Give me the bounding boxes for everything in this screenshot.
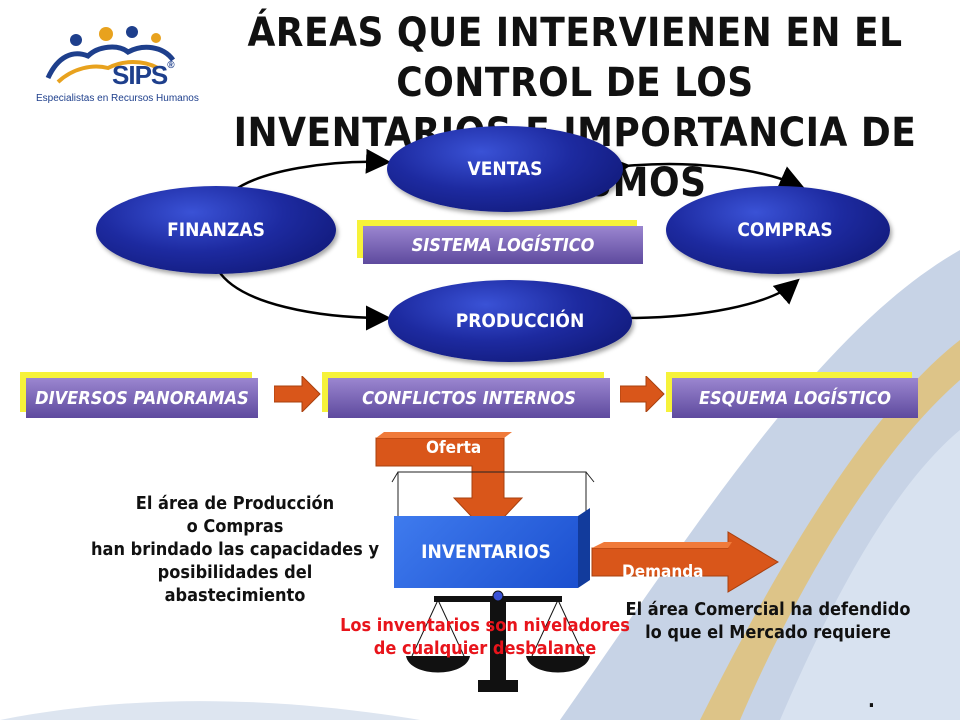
node-produccion-label: PRODUCCIÓN xyxy=(455,310,585,332)
footnote-dot: . xyxy=(868,688,875,712)
node-compras-label: COMPRAS xyxy=(737,219,833,241)
node-finanzas-label: FINANZAS xyxy=(167,219,265,241)
sistema-logistico-tag: SISTEMA LOGÍSTICO xyxy=(363,226,643,264)
flow-arrow-1-icon xyxy=(274,376,321,412)
node-ventas: VENTAS xyxy=(387,126,623,212)
node-produccion: PRODUCCIÓN xyxy=(388,280,632,362)
node-compras: COMPRAS xyxy=(666,186,890,274)
demanda-label: Demanda xyxy=(622,562,704,582)
sips-logo-icon xyxy=(45,26,176,84)
oferta-label: Oferta xyxy=(426,438,482,458)
inventarios-box: INVENTARIOS xyxy=(394,516,578,588)
sistema-logistico-label: SISTEMA LOGÍSTICO xyxy=(411,234,595,256)
inventarios-label: INVENTARIOS xyxy=(421,541,551,563)
flow-step-conflictos-internos: CONFLICTOS INTERNOS xyxy=(328,378,610,418)
flow-step-esquema-logistico: ESQUEMA LOGÍSTICO xyxy=(672,378,918,418)
area-comercial-text: El área Comercial ha defendido lo que el… xyxy=(625,599,911,643)
flow-step-2-label: CONFLICTOS INTERNOS xyxy=(362,387,576,409)
node-finanzas: FINANZAS xyxy=(96,186,336,274)
demanda-arrow-icon xyxy=(591,531,779,593)
inventory-box-outline xyxy=(391,471,595,588)
balance-scale-icon xyxy=(406,590,590,692)
node-ventas-label: VENTAS xyxy=(467,158,543,180)
flow-step-1-label: DIVERSOS PANORAMAS xyxy=(35,387,249,409)
logo-name: SIPS® xyxy=(112,60,175,90)
flow-arrow-2-icon xyxy=(620,376,665,412)
flow-step-3-label: ESQUEMA LOGÍSTICO xyxy=(698,387,892,409)
flow-step-diversos-panoramas: DIVERSOS PANORAMAS xyxy=(26,378,258,418)
niveladores-text: Los inventarios son niveladores de cualq… xyxy=(340,615,630,659)
logo-tagline: Especialistas en Recursos Humanos xyxy=(36,93,199,104)
produccion-compras-text: El área de Producción o Compras han brin… xyxy=(90,493,379,606)
